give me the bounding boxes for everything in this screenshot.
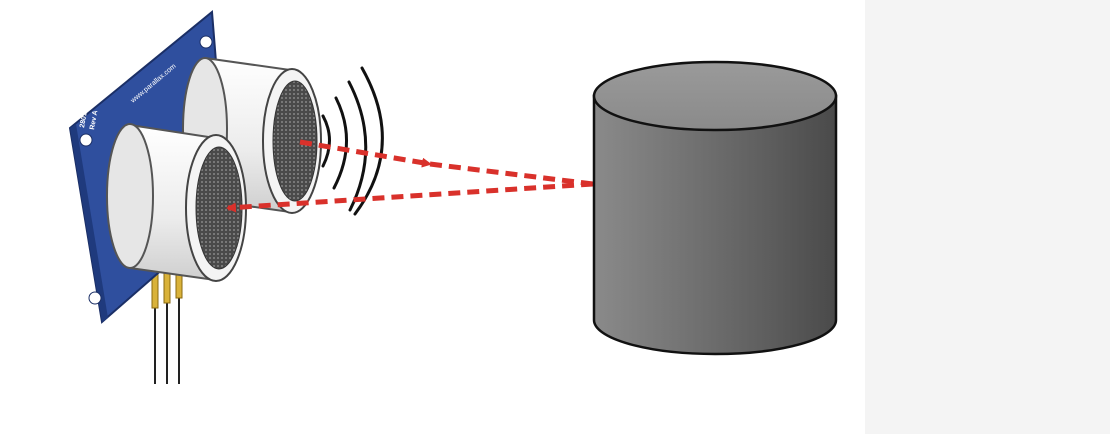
sensor-pins [151,257,183,384]
outgoing-pulse-arrow [299,139,432,168]
ultrasonic-sensor-icon: www.parallax.com 28015 Rev A [68,10,322,384]
receiver-transducer [106,123,247,282]
sensor-diagram: www.parallax.com 28015 Rev A [68,10,838,384]
cylinder-object-icon [592,60,838,356]
diagram-canvas: www.parallax.com 28015 Rev A [68,10,838,384]
side-panel [865,0,1110,434]
returning-echo-arrow [226,181,594,213]
echo-arrow-icon [226,139,594,213]
sound-wave-icon [321,66,384,216]
board-model-text: 28015 [79,108,89,128]
board-rev-text: Rev A [89,110,99,131]
